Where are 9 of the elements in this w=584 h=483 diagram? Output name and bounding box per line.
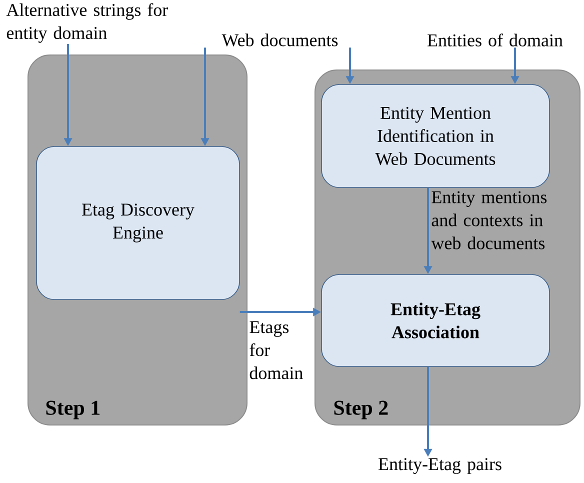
input-label: Entities of domain <box>428 34 563 46</box>
process-box: Etag Discovery Engine <box>36 146 240 300</box>
input-label: Web documents <box>222 34 338 46</box>
input-label: Entity-Etag pairs <box>378 458 502 474</box>
process-box: Entity Mention Identification in Web Documents <box>321 84 550 188</box>
edge-label: Entity mentions and contexts in web documents <box>431 191 547 250</box>
input-label: Alternative strings for entity domain <box>6 3 168 43</box>
process-box: Entity-Etag Association <box>321 274 550 367</box>
edge-label: Etags for domain <box>250 321 303 380</box>
